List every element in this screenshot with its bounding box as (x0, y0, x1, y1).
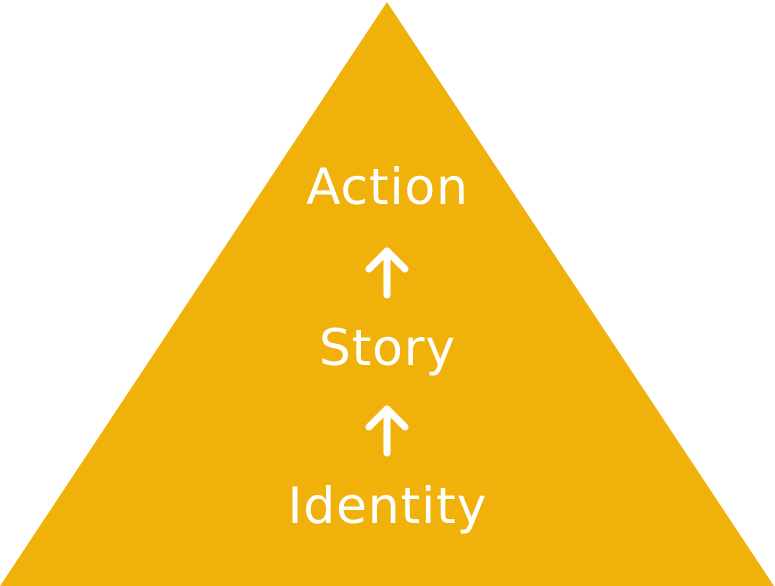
arrow-up-icon (365, 405, 409, 457)
level-story-label: Story (318, 319, 457, 377)
arrow-up-icon (365, 247, 409, 299)
level-action-label: Action (306, 158, 469, 216)
level-identity-label: Identity (287, 477, 488, 535)
